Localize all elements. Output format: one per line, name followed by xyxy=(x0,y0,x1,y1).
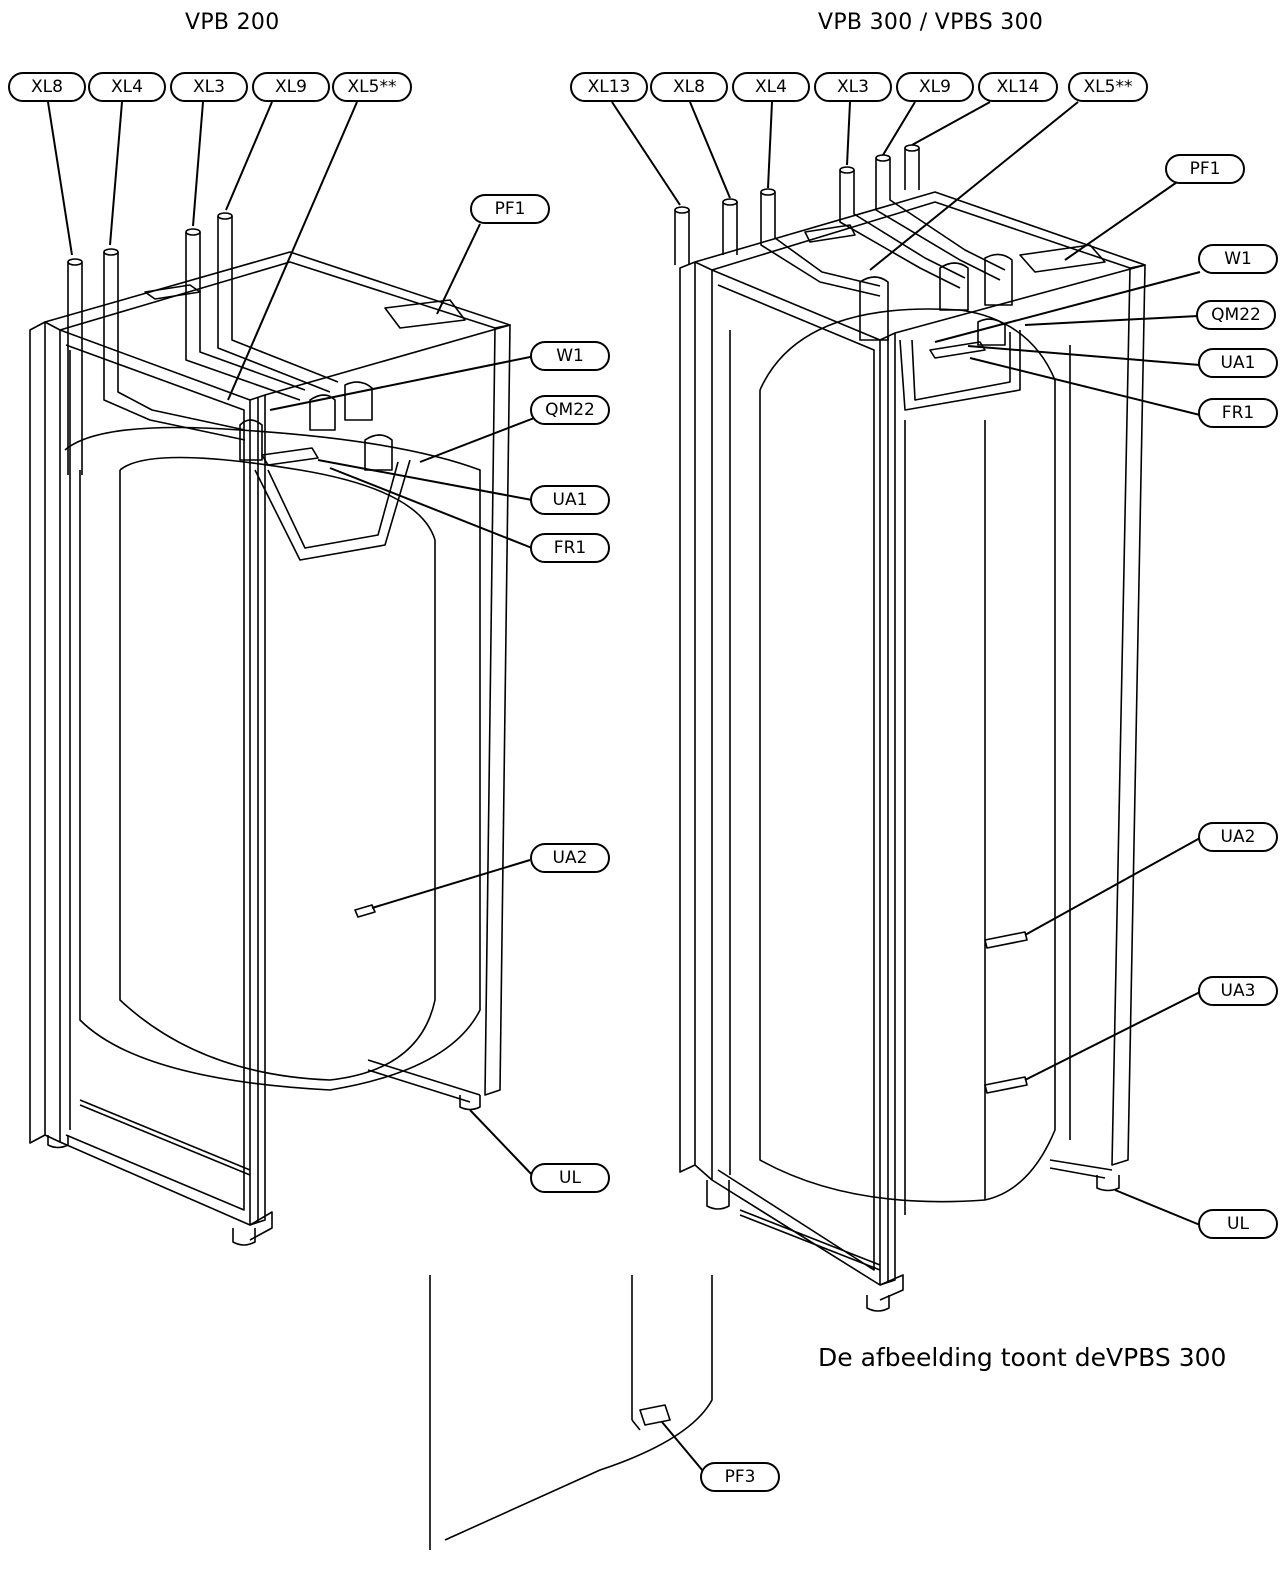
title-vpb200: VPB 200 xyxy=(185,10,280,35)
label-ua2-right: UA2 xyxy=(1198,822,1278,852)
label-fr1-right: FR1 xyxy=(1198,398,1278,428)
label-w1-right: W1 xyxy=(1198,244,1278,274)
unit-bottom-detail xyxy=(429,1275,713,1550)
label-xl8-left: XL8 xyxy=(8,72,86,102)
label-xl9-left: XL9 xyxy=(252,72,330,102)
label-w1-left: W1 xyxy=(530,341,610,371)
unit-vpb200 xyxy=(29,212,511,1246)
label-qm22-right: QM22 xyxy=(1196,300,1276,330)
label-fr1-left: FR1 xyxy=(530,533,610,563)
label-xl4-left: XL4 xyxy=(88,72,166,102)
label-ua1-right: UA1 xyxy=(1198,348,1278,378)
label-xl9-right: XL9 xyxy=(896,72,974,102)
figure-caption: De afbeelding toont deVPBS 300 xyxy=(818,1343,1227,1372)
label-pf1-right: PF1 xyxy=(1165,154,1245,184)
label-xl4-right: XL4 xyxy=(732,72,810,102)
label-xl8-right: XL8 xyxy=(650,72,728,102)
label-xl13-right: XL13 xyxy=(570,72,648,102)
label-ua1-left: UA1 xyxy=(530,485,610,515)
label-ua2-left: UA2 xyxy=(530,843,610,873)
label-pf1-left: PF1 xyxy=(470,194,550,224)
label-pf3: PF3 xyxy=(700,1462,780,1492)
label-xl14-right: XL14 xyxy=(978,72,1058,102)
title-vpb300: VPB 300 / VPBS 300 xyxy=(818,10,1044,35)
label-xl5-left: XL5** xyxy=(332,72,412,102)
label-ul-left: UL xyxy=(530,1163,610,1193)
label-ua3-right: UA3 xyxy=(1198,976,1278,1006)
label-xl5-right: XL5** xyxy=(1068,72,1148,102)
label-xl3-right: XL3 xyxy=(814,72,892,102)
label-xl3-left: XL3 xyxy=(170,72,248,102)
label-qm22-left: QM22 xyxy=(530,395,610,425)
label-ul-right: UL xyxy=(1198,1209,1278,1239)
unit-vpb300 xyxy=(674,144,1146,1312)
